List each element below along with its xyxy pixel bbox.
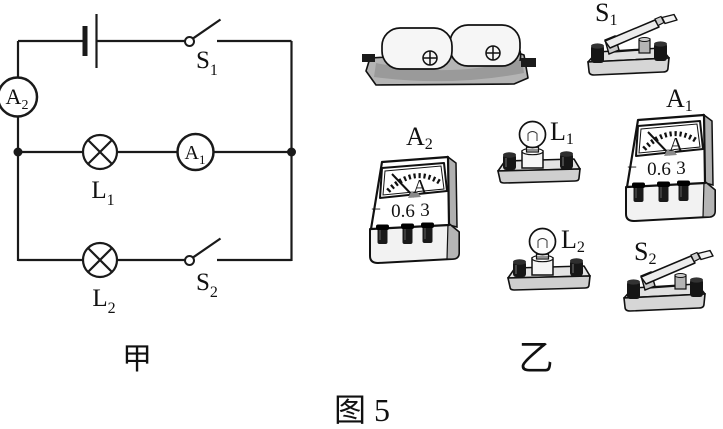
lamp-binding-post-right [560,151,573,169]
switch-binding-post-left [627,279,640,299]
knife-switch-s1-illustration [587,13,678,76]
switch-contact-post [638,37,651,54]
meter-terminal-neg-label: − [627,157,637,177]
meter-needle [647,131,671,156]
circuit-schematic-panel: S1 A2 L1 A1 L2 S2 [0,14,296,317]
meter-terminal-mid-label: 0.6 [647,159,671,180]
battery-tray-shadow [374,59,524,82]
meter-terminal-max-label: 3 [676,158,686,179]
ammeter-a2-circle [0,76,39,118]
switch-handle-grip [661,13,678,25]
lamp-l1-symbol: L1 [81,133,119,209]
equipment-s2-label: S2 [634,237,657,269]
lamp-l2-cross [87,247,113,273]
lamp-l2-symbol: L2 [81,241,119,317]
lamp-bulb-glass [528,227,557,256]
lamp-l2-label: L2 [92,285,115,317]
battery-cell-1 [381,27,453,70]
junction-dot-right [287,147,296,157]
ammeter-a2-illustration: A − 0.6 3 [369,155,460,264]
meter-dial-inner-frame [638,123,701,154]
switch-s2-lever [192,237,222,259]
meter-dial-letter: A [669,134,684,156]
switch-base-front [623,293,706,312]
switch-binding-post-right [690,277,703,297]
ammeter-a1-circle [176,132,215,172]
switch-base-strip [613,49,643,53]
switch-s1-symbol: S1 [184,18,222,79]
meter-terminal-neg-label: − [371,199,381,219]
meter-dial-letter: A [413,176,428,198]
meter-terminal-max-label: 3 [420,200,430,221]
switch-handle-grip [697,249,714,261]
switch-s2-symbol: S2 [184,237,222,301]
ammeter-a1-symbol: A1 [176,132,215,172]
equipment-l2-label: L2 [561,225,585,257]
equipment-a1-label: A1 [666,84,693,116]
switch-s1-label: S1 [196,47,218,79]
meter-scale-ticks [386,173,443,193]
battery-plus-mark-1 [422,50,438,66]
meter-dial-inner-frame [382,165,445,196]
meter-terminal-posts [376,222,434,244]
meter-terminal-posts [632,180,690,202]
meter-needle [391,173,415,198]
switch-s1-lever [192,18,222,40]
figure-number-caption: 图 5 [333,392,390,428]
ammeter-a2-label: A2 [6,84,29,113]
meter-base-shading [702,179,716,218]
battery-plus-mark-2 [485,45,501,61]
switch-binding-post-left [591,43,604,63]
panel-right-caption: 乙 [518,339,554,378]
switch-contact-post [674,273,687,290]
meter-base-shading [446,221,460,260]
circuit-wires [16,39,293,262]
lamp-base-front [507,275,591,291]
lamp-l1-cross [87,139,113,165]
ammeter-a1-illustration: A − 0.6 3 [625,113,716,222]
lamp-filament [537,238,548,248]
lamp-binding-post-right [570,258,583,276]
junction-dot-left [13,147,23,157]
battery-symbol [82,14,98,68]
battery-left-terminal [362,54,375,62]
lamp-binding-post-left [513,259,526,277]
switch-lever-arm [640,255,696,285]
meter-needle-pivot [664,149,677,156]
lamp-l1-illustration [497,120,581,184]
switch-binding-post-right [654,41,667,61]
panel-left-caption: 甲 [122,343,152,376]
meter-scale-ticks [642,131,699,151]
ammeter-a1-label: A1 [185,142,206,167]
lamp-filament [527,131,538,141]
lamp-l1-label: L1 [91,177,114,209]
equipment-l1-label: L1 [550,117,574,149]
meter-dial-window [379,162,448,199]
battery-right-terminal [521,58,536,67]
switch-s2-pivot [184,255,195,266]
battery-cell-2 [449,24,521,67]
lamp-binding-post-left [503,152,516,170]
meter-needle-pivot [408,191,421,198]
meter-terminal-mid-label: 0.6 [391,201,415,222]
lamp-bulb-glass [518,120,547,149]
lamp-l2-illustration [507,227,591,291]
switch-s2-label: S2 [196,269,218,301]
switch-base-front [587,57,670,76]
ammeter-a2-symbol: A2 [0,76,39,118]
meter-dial-window [635,120,704,157]
knife-switch-s2-illustration [623,249,714,312]
switch-lever-arm [604,19,660,49]
equipment-s1-label: S1 [595,0,618,30]
switch-base-strip [649,285,679,289]
switch-s1-pivot [184,36,195,47]
lamp-base-front [497,168,581,184]
equipment-a2-label: A2 [406,122,433,154]
battery-pack-illustration [362,24,536,86]
